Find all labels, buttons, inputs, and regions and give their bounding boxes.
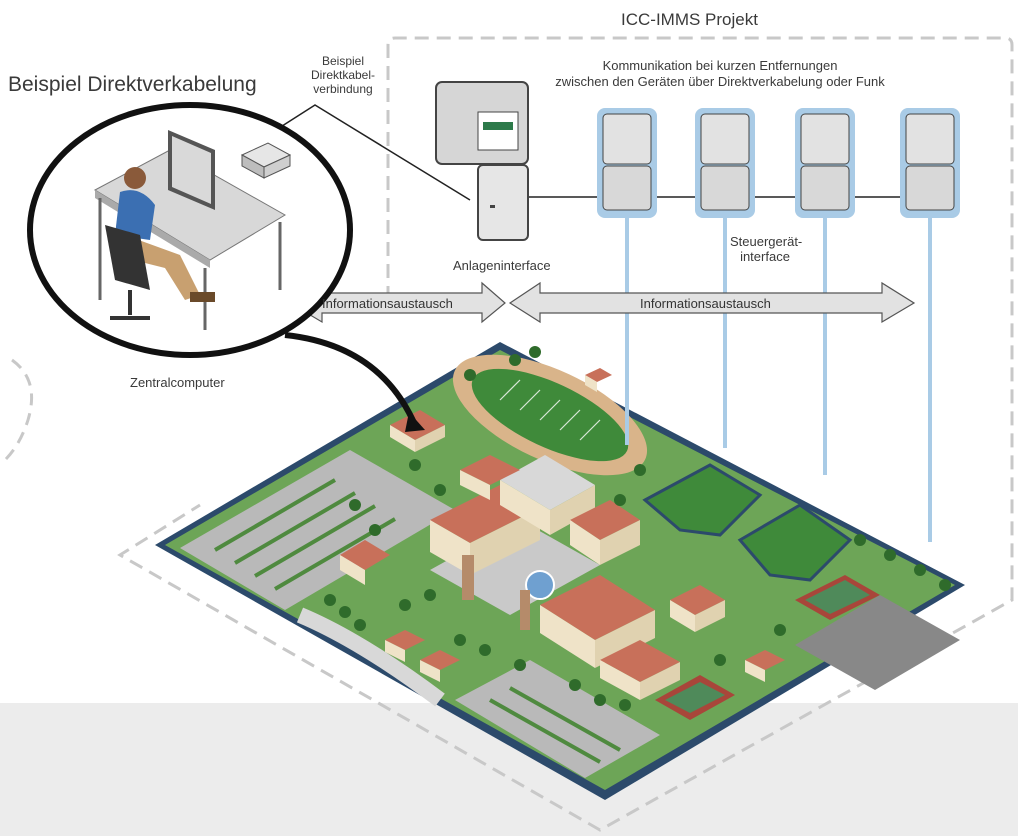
controller-icon [900, 108, 960, 218]
direct-cable-line-1: Beispiel [321, 54, 365, 68]
direct-wiring-title: Beispiel Direktverkabelung [8, 73, 257, 96]
central-computer-label: Zentralcomputer [130, 375, 225, 390]
direct-cable-label: Beispiel Direktkabel- verbindung [300, 54, 386, 96]
controller-icon [597, 108, 657, 218]
parking-lot-left [180, 450, 455, 610]
controller-signal-lines [625, 215, 932, 542]
stadium [452, 354, 648, 476]
controller-interface-label: Steuergerät- interface [730, 234, 803, 264]
trees [324, 346, 951, 711]
info-exchange-label-left: Informationsaustausch [322, 296, 453, 311]
system-interface-label: Anlageninterface [453, 258, 551, 273]
central-computer-bubble [27, 102, 425, 432]
parking-lot-bottom [455, 660, 660, 778]
controller-icon [795, 108, 855, 218]
campus-map [155, 342, 965, 800]
controller-devices [597, 108, 960, 218]
tennis-courts [655, 575, 880, 720]
computer-workstation-icon [93, 130, 286, 330]
controller-interface-line-2: interface [740, 249, 790, 264]
basketball-courts [795, 595, 960, 690]
communication-line-2: zwischen den Geräten über Direktverkabel… [555, 74, 885, 89]
direct-cable-line-2: Direktkabel- [310, 68, 376, 82]
system-interface-icon [435, 81, 529, 241]
info-exchange-label-right: Informationsaustausch [640, 296, 771, 311]
controller-interface-line-1: Steuergerät- [730, 234, 803, 249]
dashed-arc-left [3, 358, 34, 462]
info-exchange-arrow-right [508, 281, 916, 324]
buildings [340, 368, 785, 700]
project-boundary [117, 36, 1014, 832]
cable-box-icon [240, 142, 292, 179]
baseball-field-1 [642, 463, 763, 537]
communication-label: Kommunikation bei kurzen Entfernungen zw… [490, 58, 950, 90]
direct-cable-line-3: verbindung [313, 82, 373, 96]
communication-line-1: Kommunikation bei kurzen Entfernungen [602, 58, 838, 73]
controller-icon [695, 108, 755, 218]
project-title: ICC-IMMS Projekt [621, 10, 758, 29]
baseball-field-2 [737, 503, 853, 582]
